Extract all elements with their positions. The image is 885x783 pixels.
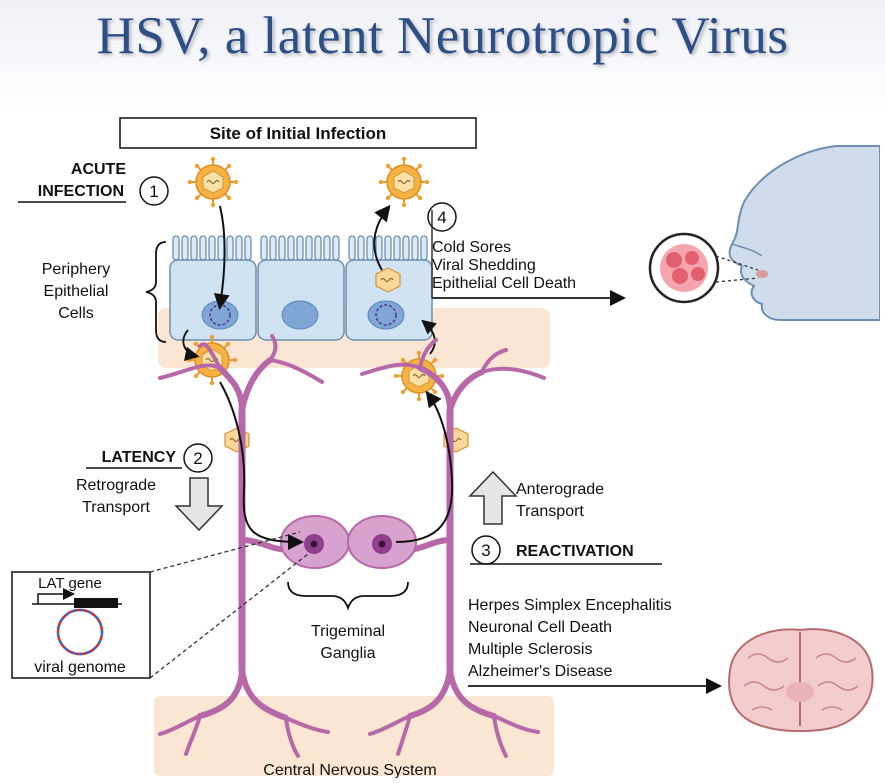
step3-number: 3 — [481, 541, 490, 560]
acute-infection-label-line2: INFECTION — [38, 183, 124, 200]
acute-infection-label-line1: ACUTE — [71, 161, 126, 178]
svg-text:Transport: Transport — [82, 499, 150, 516]
incoming-virion — [186, 155, 240, 209]
svg-text:Ganglia: Ganglia — [320, 645, 375, 662]
svg-text:Cold Sores: Cold Sores — [432, 239, 511, 256]
outgoing-virion — [377, 155, 431, 209]
svg-text:Herpes Simplex Encephalitis: Herpes Simplex Encephalitis — [468, 597, 672, 614]
entry-arrow — [213, 205, 230, 310]
site-of-infection-box — [119, 117, 477, 149]
svg-text:Cells: Cells — [58, 305, 94, 322]
anterograde-axon-arrow — [395, 390, 454, 543]
step4-circle — [427, 202, 457, 232]
brain-illustration — [728, 628, 874, 733]
periphery-label: Periphery Epithelial Cells — [42, 261, 110, 322]
cns-effects: Herpes Simplex Encephalitis Neuronal Cel… — [468, 597, 672, 680]
step1-circle — [139, 176, 169, 206]
svg-text:Periphery: Periphery — [42, 261, 110, 278]
svg-text:Retrograde: Retrograde — [76, 477, 156, 494]
retrograde-label: Retrograde Transport — [76, 477, 156, 516]
svg-text:Anterograde: Anterograde — [516, 481, 604, 498]
svg-text:Transport: Transport — [516, 503, 584, 520]
latency-label: LATENCY — [102, 449, 177, 466]
svg-text:Neuronal Cell Death: Neuronal Cell Death — [468, 619, 612, 636]
svg-text:Alzheimer's Disease: Alzheimer's Disease — [468, 663, 613, 680]
svg-text:Trigeminal: Trigeminal — [311, 623, 385, 640]
title-band — [0, 0, 885, 110]
step2-circle — [183, 443, 213, 473]
slide-title: HSV, a latent Neurotropic Virus — [96, 7, 789, 65]
cold-sore-magnified — [648, 232, 759, 304]
svg-text:Viral Shedding: Viral Shedding — [432, 257, 536, 274]
trigeminal-label: Trigeminal Ganglia — [311, 623, 385, 662]
axon-to-nucleus-arrow — [421, 319, 437, 355]
anterograde-block-arrow — [468, 470, 518, 525]
site-of-infection-label: Site of Initial Infection — [210, 124, 387, 143]
svg-text:Epithelial: Epithelial — [44, 283, 109, 300]
trigeminal-bracket — [287, 581, 409, 611]
cns-tissue-band — [154, 696, 554, 776]
hsv-diagram: Site of Initial Infection — [10, 110, 881, 779]
anterograde-label: Anterograde Transport — [516, 481, 604, 520]
step1-number: 1 — [149, 182, 158, 201]
cns-label: Central Nervous System — [263, 762, 436, 778]
lat-inset-box — [11, 571, 151, 679]
nucleus-to-axon-arrow — [182, 329, 200, 361]
trigeminal-ganglion-bodies — [280, 515, 417, 569]
step4-number: 4 — [437, 208, 446, 227]
step2-number: 2 — [193, 449, 202, 468]
lat-gene-label: LAT gene — [38, 575, 102, 592]
lat-gene-bar — [74, 598, 118, 608]
capsid-in-cell — [375, 267, 401, 293]
retrograde-axon-arrow — [219, 381, 304, 550]
epithelial-cells — [169, 235, 433, 341]
reactivation-label: REACTIVATION — [516, 543, 634, 560]
retrograde-block-arrow — [174, 477, 224, 532]
svg-text:Epithelial Cell Death: Epithelial Cell Death — [432, 275, 576, 292]
svg-text:Multiple Sclerosis: Multiple Sclerosis — [468, 641, 592, 658]
viral-genome-ring — [56, 608, 104, 656]
exit-arrow — [373, 204, 391, 271]
viral-genome-label: viral genome — [34, 659, 126, 676]
face-profile-illustration — [728, 145, 881, 321]
sensory-neurons — [158, 334, 546, 758]
periphery-bracket — [145, 241, 167, 343]
reactivation-effects: Cold Sores Viral Shedding Epithelial Cel… — [432, 239, 576, 292]
